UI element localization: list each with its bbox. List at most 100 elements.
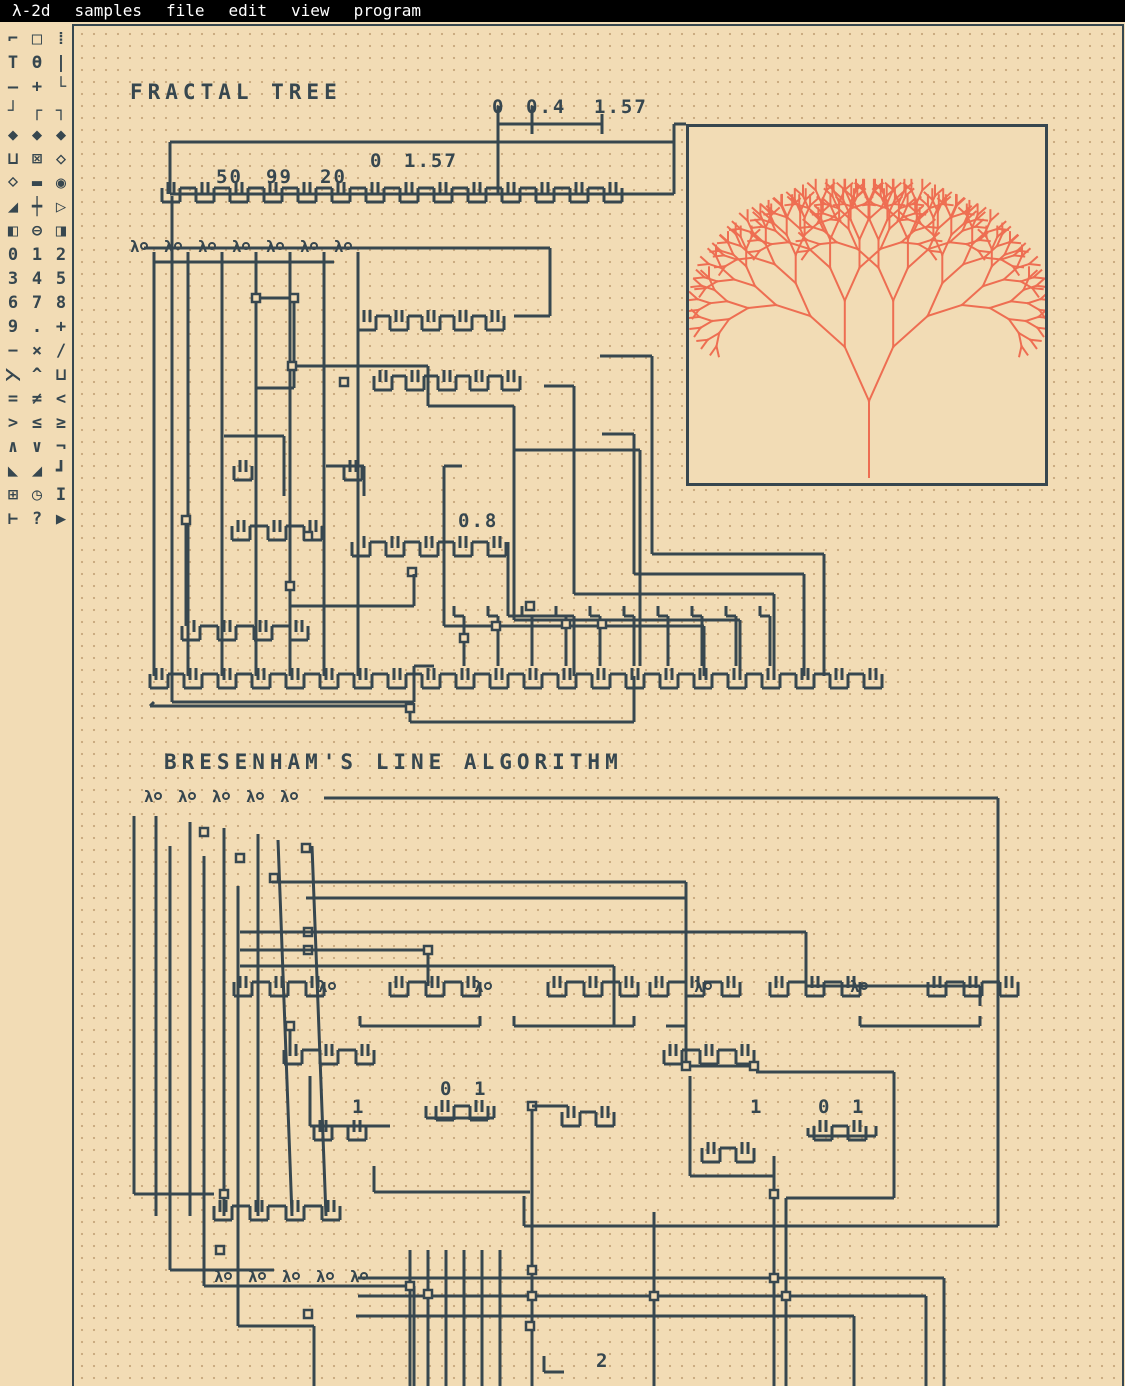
menu-app-title[interactable]: λ-2d [12,1,51,20]
palette-tool-13[interactable]: ◆ [31,125,43,145]
palette-tool-1[interactable]: □ [31,29,43,49]
tree-branch [725,300,750,310]
palette-tool-32[interactable]: 5 [55,269,67,289]
const-b-1b[interactable]: 1 [852,1096,866,1118]
palette-tool-60[interactable]: ⊢ [7,509,19,529]
menu-program[interactable]: program [353,1,421,20]
tree-branch [794,202,810,210]
palette-tool-36[interactable]: 9 [7,317,19,337]
palette-tool-8[interactable]: └ [55,77,67,97]
palette-tool-5[interactable]: | [55,53,67,73]
palette-tool-52[interactable]: ∨ [31,437,43,457]
palette-tool-22[interactable]: ┿ [31,197,43,217]
tree-branch [709,300,729,305]
tree-branch [1028,338,1038,350]
palette-tool-46[interactable]: ≠ [31,389,43,409]
palette-tool-53[interactable]: ¬ [55,437,67,457]
palette-tool-39[interactable]: − [7,341,19,361]
palette-tool-33[interactable]: 6 [7,293,19,313]
palette-tool-29[interactable]: 2 [55,245,67,265]
const-1-57-top[interactable]: 1.57 [594,96,648,118]
palette-tool-20[interactable]: ◉ [55,173,67,193]
palette-tool-45[interactable]: = [7,389,19,409]
palette-tool-41[interactable]: ∕ [55,341,67,361]
palette-tool-17[interactable]: ◇ [55,149,67,169]
tree-branch [759,202,771,213]
palette-tool-11[interactable]: ┐ [55,101,67,121]
menu-file[interactable]: file [165,1,205,20]
palette-tool-16[interactable]: ⊠ [31,149,43,169]
const-b-1a[interactable]: 1 [474,1078,488,1100]
palette-tool-31[interactable]: 4 [31,269,43,289]
palette-tool-48[interactable]: > [7,413,19,433]
palette-tool-62[interactable]: ▶ [55,509,67,529]
const-b-0a[interactable]: 0 [440,1078,454,1100]
palette-tool-24[interactable]: ◧ [7,221,19,241]
palette-tool-26[interactable]: ◨ [55,221,67,241]
palette-tool-7[interactable]: + [31,77,43,97]
const-0-mid[interactable]: 0 [370,150,384,172]
program-canvas[interactable]: λλλλλλλλλλλλλλλλλλλλλ FRACTAL TREE BRESE… [72,24,1124,1386]
palette-tool-49[interactable]: ≤ [31,413,43,433]
const-20[interactable]: 20 [320,166,347,188]
palette-tool-50[interactable]: ≥ [55,413,67,433]
palette-tool-61[interactable]: ? [31,509,43,529]
palette-tool-25[interactable]: ⊖ [31,221,43,241]
const-50[interactable]: 50 [216,166,243,188]
palette-tool-28[interactable]: 1 [31,245,43,265]
palette-tool-18[interactable]: ⋄ [7,173,19,193]
palette-tool-9[interactable]: ┘ [7,101,19,121]
palette-tool-30[interactable]: 3 [7,269,19,289]
const-99[interactable]: 99 [266,166,293,188]
palette-tool-34[interactable]: 7 [31,293,43,313]
tree-branch [719,233,730,244]
const-b-2[interactable]: 2 [596,1350,610,1372]
tree-branch [988,212,1000,223]
palette-tool-27[interactable]: 0 [7,245,19,265]
palette-tool-0[interactable]: ⌐ [7,29,19,49]
palette-tool-3[interactable]: T [7,53,19,73]
palette-tool-55[interactable]: ◢ [31,461,43,481]
tree-branch [734,232,743,248]
palette-tool-6[interactable]: — [7,77,19,97]
palette-tool-15[interactable]: ⊔ [7,149,19,169]
palette-tool-38[interactable]: + [55,317,67,337]
tree-branch [1020,247,1032,258]
palette-tool-43[interactable]: ^ [31,365,43,385]
lambda-const-1b[interactable]: 1 [750,1096,764,1118]
const-0-4[interactable]: 0.4 [526,96,567,118]
palette-tool-44[interactable]: ⊔ [55,365,67,385]
palette-tool-42[interactable]: ⋋ [4,365,22,385]
menu-edit[interactable]: edit [228,1,268,20]
wire-junction [302,1308,314,1320]
palette-tool-12[interactable]: ◆ [7,125,19,145]
palette-tool-54[interactable]: ◣ [7,461,19,481]
palette-tool-23[interactable]: ▷ [55,197,67,217]
palette-tool-58[interactable]: ◷ [31,485,43,505]
palette-tool-47[interactable]: < [55,389,67,409]
palette-tool-37[interactable]: . [31,317,43,337]
tree-branch [919,222,935,237]
menu-view[interactable]: view [291,1,330,20]
palette-tool-57[interactable]: ⊞ [7,485,19,505]
palette-tool-59[interactable]: I [55,485,67,505]
palette-tool-35[interactable]: 8 [55,293,67,313]
lambda-const-1a[interactable]: 1 [352,1096,366,1118]
tree-branch [940,262,965,285]
palette-tool-10[interactable]: ┌ [31,101,43,121]
palette-tool-21[interactable]: ◢ [7,197,19,217]
const-0-8[interactable]: 0.8 [458,510,499,532]
palette-tool-4[interactable]: Ɵ [31,53,43,73]
tree-branch [719,249,735,256]
palette-tool-19[interactable]: ▬ [31,173,43,193]
palette-tool-40[interactable]: × [31,341,43,361]
tree-branch [685,297,699,302]
const-1-57-mid[interactable]: 1.57 [404,150,458,172]
palette-tool-51[interactable]: ∧ [7,437,19,457]
palette-tool-14[interactable]: ◆ [55,125,67,145]
const-b-0b[interactable]: 0 [818,1096,832,1118]
palette-tool-56[interactable]: ┛ [55,461,67,481]
menu-samples[interactable]: samples [74,1,142,20]
palette-tool-2[interactable]: ⁞ [55,28,67,49]
const-0[interactable]: 0 [492,96,506,118]
